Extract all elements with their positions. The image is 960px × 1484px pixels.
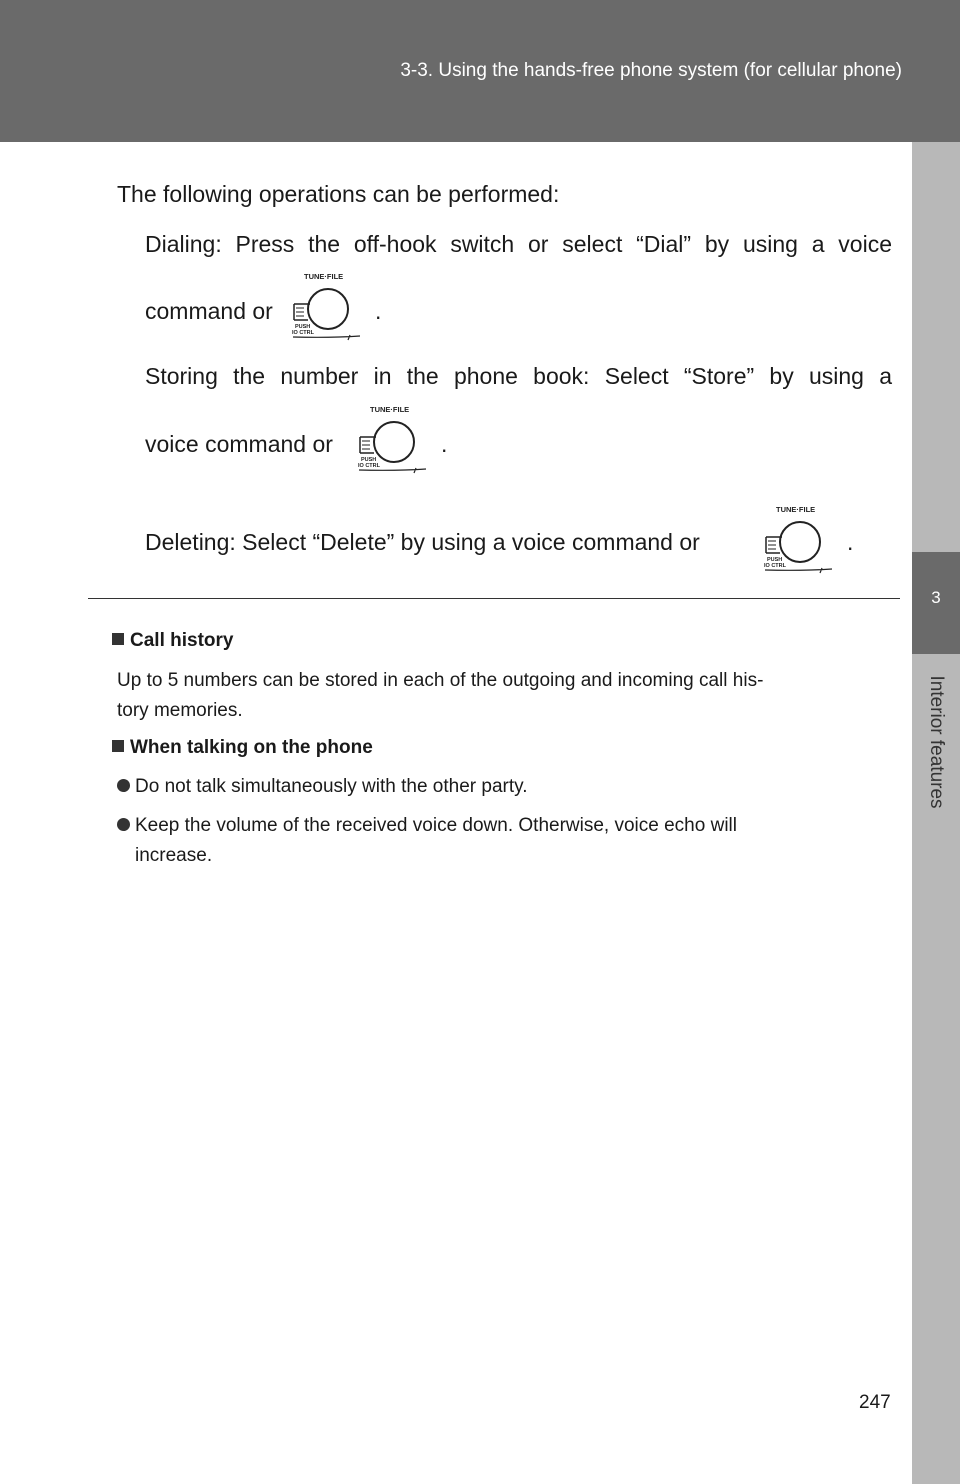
op-store-line2: voice command or [145,431,333,457]
square-bullet-icon [112,633,124,645]
page-number: 247 [859,1392,891,1413]
knob-ctrl-label: IO CTRL [358,463,381,469]
page-header: 3-3. Using the hands-free phone system (… [0,0,960,142]
side-tab-upper [912,142,960,552]
op-store-period: . [441,431,448,457]
bullet-item: Keep the volume of the received voice do… [117,815,737,837]
op-delete-line1: Deleting: Select “Delete” by using a voi… [145,529,700,555]
chapter-number: 3 [931,588,941,607]
op-dialing-line1: Dialing: Press the off-hook switch or se… [145,231,892,257]
op-delete-period: . [847,529,854,555]
bullet-text: Do not talk simultaneously with the othe… [135,776,528,797]
knob-top-label: TUNE·FILE [776,505,815,514]
knob-push-label: PUSH [361,457,376,463]
op-dialing-period: . [375,298,382,324]
op-store-line1: Storing the number in the phone book: Se… [145,363,892,389]
section-title: 3-3. Using the hands-free phone system (… [400,60,902,81]
note-heading-text: When talking on the phone [130,737,373,758]
knob-ctrl-label: IO CTRL [292,330,315,336]
knob-ctrl-label: IO CTRL [764,563,787,569]
side-tab-lower [912,654,960,1484]
round-bullet-icon [117,818,130,831]
tune-file-knob-icon: TUNE·FILE PUSH IO CTRL [358,405,427,474]
note-text: Up to 5 numbers can be stored in each of… [117,670,764,691]
knob-push-label: PUSH [295,324,310,330]
square-bullet-icon [112,740,124,752]
knob-top-label: TUNE·FILE [370,405,409,414]
note-text: tory memories. [117,700,243,721]
chapter-label: Interior features [926,675,947,809]
tune-file-knob-icon: TUNE·FILE PUSH IO CTRL [292,272,361,341]
note-heading-text: Call history [130,630,234,651]
side-tab-chapter-block [912,552,960,654]
note-heading-call-history: Call history [112,630,233,652]
bullet-text: Keep the volume of the received voice do… [135,815,737,836]
tune-file-knob-icon: TUNE·FILE PUSH IO CTRL [764,505,833,574]
knob-top-label: TUNE·FILE [304,272,343,281]
section-divider [88,598,900,599]
bullet-text-continued: increase. [135,845,213,866]
note-heading-talking: When talking on the phone [112,737,373,759]
round-bullet-icon [117,779,130,792]
knob-push-label: PUSH [767,557,782,563]
bullet-item: Do not talk simultaneously with the othe… [117,776,528,798]
intro-text: The following operations can be performe… [117,181,560,207]
op-dialing-line2: command or [145,298,273,324]
